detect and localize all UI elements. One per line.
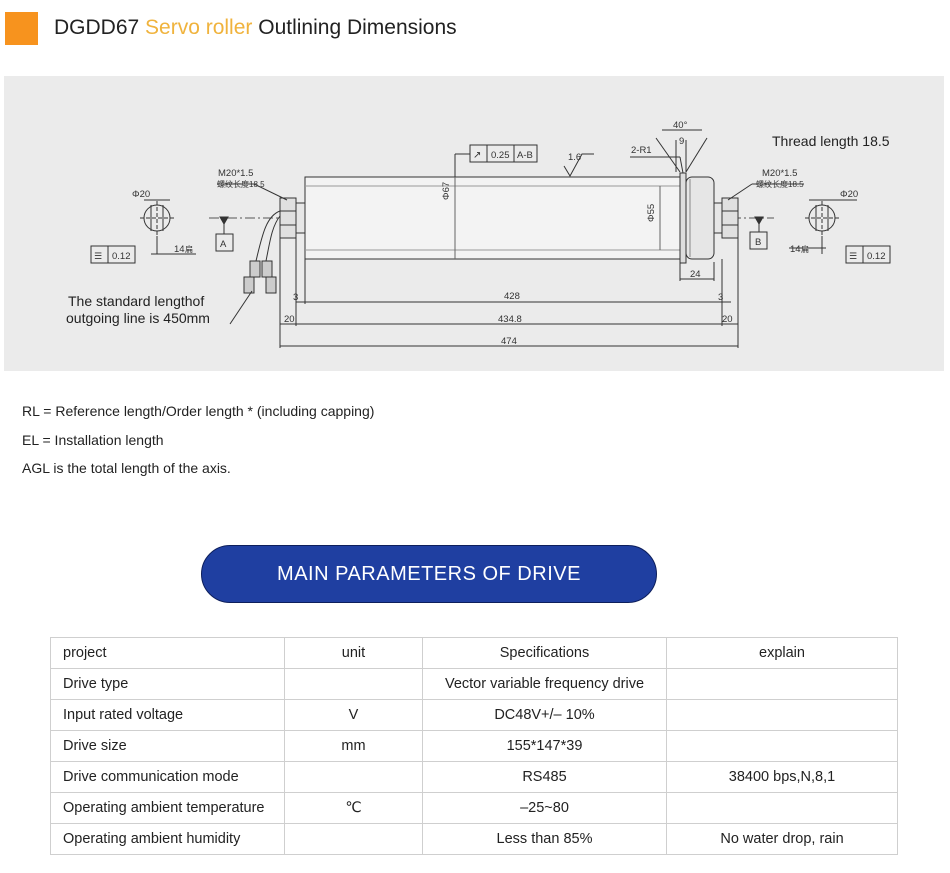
table-cell bbox=[284, 668, 423, 700]
table-cell bbox=[666, 730, 898, 762]
runout-arrow-icon: ↗ bbox=[473, 150, 481, 161]
table-cell: mm bbox=[284, 730, 423, 762]
dim-474: 474 bbox=[501, 336, 517, 347]
table-cell: Drive communication mode bbox=[50, 761, 285, 793]
table-row: Drive communication mode RS485 38400 bps… bbox=[50, 761, 898, 793]
table-cell: Drive size bbox=[50, 730, 285, 762]
title-accent-square bbox=[5, 12, 38, 45]
datum-a: A bbox=[220, 239, 227, 250]
table-cell: 155*147*39 bbox=[422, 730, 667, 762]
dim-428: 428 bbox=[504, 291, 520, 302]
table-cell: ℃ bbox=[284, 792, 423, 824]
dim-3-left: 3 bbox=[293, 292, 298, 303]
dim-20-right: 20 bbox=[722, 314, 733, 325]
flat-symbol-left: ☰ bbox=[94, 251, 102, 261]
drive-parameters-banner: MAIN PARAMETERS OF DRIVE bbox=[201, 545, 657, 603]
flat-width-left-sub: 扁 bbox=[185, 244, 193, 254]
table-cell: Operating ambient humidity bbox=[50, 823, 285, 855]
dim-m20-right-sub: 螺纹长度18.5 bbox=[756, 179, 804, 189]
table-cell: Vector variable frequency drive bbox=[422, 668, 667, 700]
table-cell bbox=[666, 792, 898, 824]
datum-b: B bbox=[755, 237, 761, 248]
table-header-row: project unit Specifications explain bbox=[50, 637, 898, 669]
dim-3-right: 3 bbox=[718, 292, 723, 303]
table-cell: Less than 85% bbox=[422, 823, 667, 855]
cable-length-note-line2: outgoing line is 450mm bbox=[66, 310, 210, 326]
flat-width-left: 14 bbox=[174, 244, 185, 255]
table-row: Drive type Vector variable frequency dri… bbox=[50, 668, 898, 700]
definition-rl: RL = Reference length/Order length * (in… bbox=[22, 403, 375, 419]
thread-length-note: Thread length 18.5 bbox=[772, 133, 890, 149]
table-cell: No water drop, rain bbox=[666, 823, 898, 855]
dim-m20-left-sub: 螺纹长度18.5 bbox=[217, 179, 265, 189]
dim-dia55: Φ55 bbox=[646, 204, 657, 222]
table-cell: –25~80 bbox=[422, 792, 667, 824]
dimension-drawing: Φ20 Φ20 M20*1.5 螺纹长度18.5 M20*1.5 螺纹长度18.… bbox=[4, 76, 944, 371]
flat-width-right-sub: 扁 bbox=[801, 244, 809, 254]
cable-length-note-line1: The standard lengthof bbox=[68, 293, 205, 309]
flat-tolerance-right: 0.12 bbox=[867, 251, 886, 262]
flat-symbol-right: ☰ bbox=[849, 251, 857, 261]
table-cell bbox=[666, 699, 898, 731]
definition-agl: AGL is the total length of the axis. bbox=[22, 460, 231, 476]
table-cell: V bbox=[284, 699, 423, 731]
dim-434: 434.8 bbox=[498, 314, 522, 325]
table-cell: explain bbox=[666, 637, 898, 669]
title-model: DGDD67 bbox=[54, 16, 146, 39]
page-title: DGDD67 Servo roller Outlining Dimensions bbox=[54, 14, 457, 42]
table-cell: RS485 bbox=[422, 761, 667, 793]
dim-dia20-right: Φ20 bbox=[840, 189, 858, 200]
table-cell: DC48V+/– 10% bbox=[422, 699, 667, 731]
roughness-value: 1.6 bbox=[568, 152, 581, 163]
table-cell: Operating ambient temperature bbox=[50, 792, 285, 824]
title-suffix: Outlining Dimensions bbox=[252, 16, 457, 39]
table-row: Drive size mm 155*147*39 bbox=[50, 730, 898, 762]
runout-datum: A-B bbox=[517, 150, 533, 161]
table-row: Operating ambient humidity Less than 85%… bbox=[50, 823, 898, 855]
flat-width-right: 14 bbox=[790, 244, 801, 255]
dim-dia67: Φ67 bbox=[441, 182, 452, 200]
table-cell: unit bbox=[284, 637, 423, 669]
title-highlight: Servo roller bbox=[145, 16, 253, 39]
table-cell: Drive type bbox=[50, 668, 285, 700]
table-cell: Specifications bbox=[422, 637, 667, 669]
dim-dia20-left: Φ20 bbox=[132, 189, 150, 200]
dim-20-left: 20 bbox=[284, 314, 295, 325]
definition-el: EL = Installation length bbox=[22, 432, 164, 448]
dim-m20-left: M20*1.5 bbox=[218, 168, 253, 179]
dim-24: 24 bbox=[690, 269, 701, 280]
dim-m20-right: M20*1.5 bbox=[762, 168, 797, 179]
runout-tolerance: 0.25 bbox=[491, 150, 510, 161]
table-cell bbox=[666, 668, 898, 700]
drive-parameters-table: project unit Specifications explain Driv… bbox=[50, 637, 898, 855]
table-row: Operating ambient temperature ℃ –25~80 bbox=[50, 792, 898, 824]
dim-2r1: 2-R1 bbox=[631, 145, 652, 156]
table-row: Input rated voltage V DC48V+/– 10% bbox=[50, 699, 898, 731]
dim-9: 9 bbox=[679, 136, 684, 147]
roller-outline-svg: Φ20 Φ20 M20*1.5 螺纹长度18.5 M20*1.5 螺纹长度18.… bbox=[90, 120, 891, 348]
table-cell: 38400 bps,N,8,1 bbox=[666, 761, 898, 793]
table-cell bbox=[284, 823, 423, 855]
table-cell: project bbox=[50, 637, 285, 669]
dim-angle: 40° bbox=[673, 120, 688, 131]
table-cell: Input rated voltage bbox=[50, 699, 285, 731]
flat-tolerance-left: 0.12 bbox=[112, 251, 131, 262]
table-cell bbox=[284, 761, 423, 793]
